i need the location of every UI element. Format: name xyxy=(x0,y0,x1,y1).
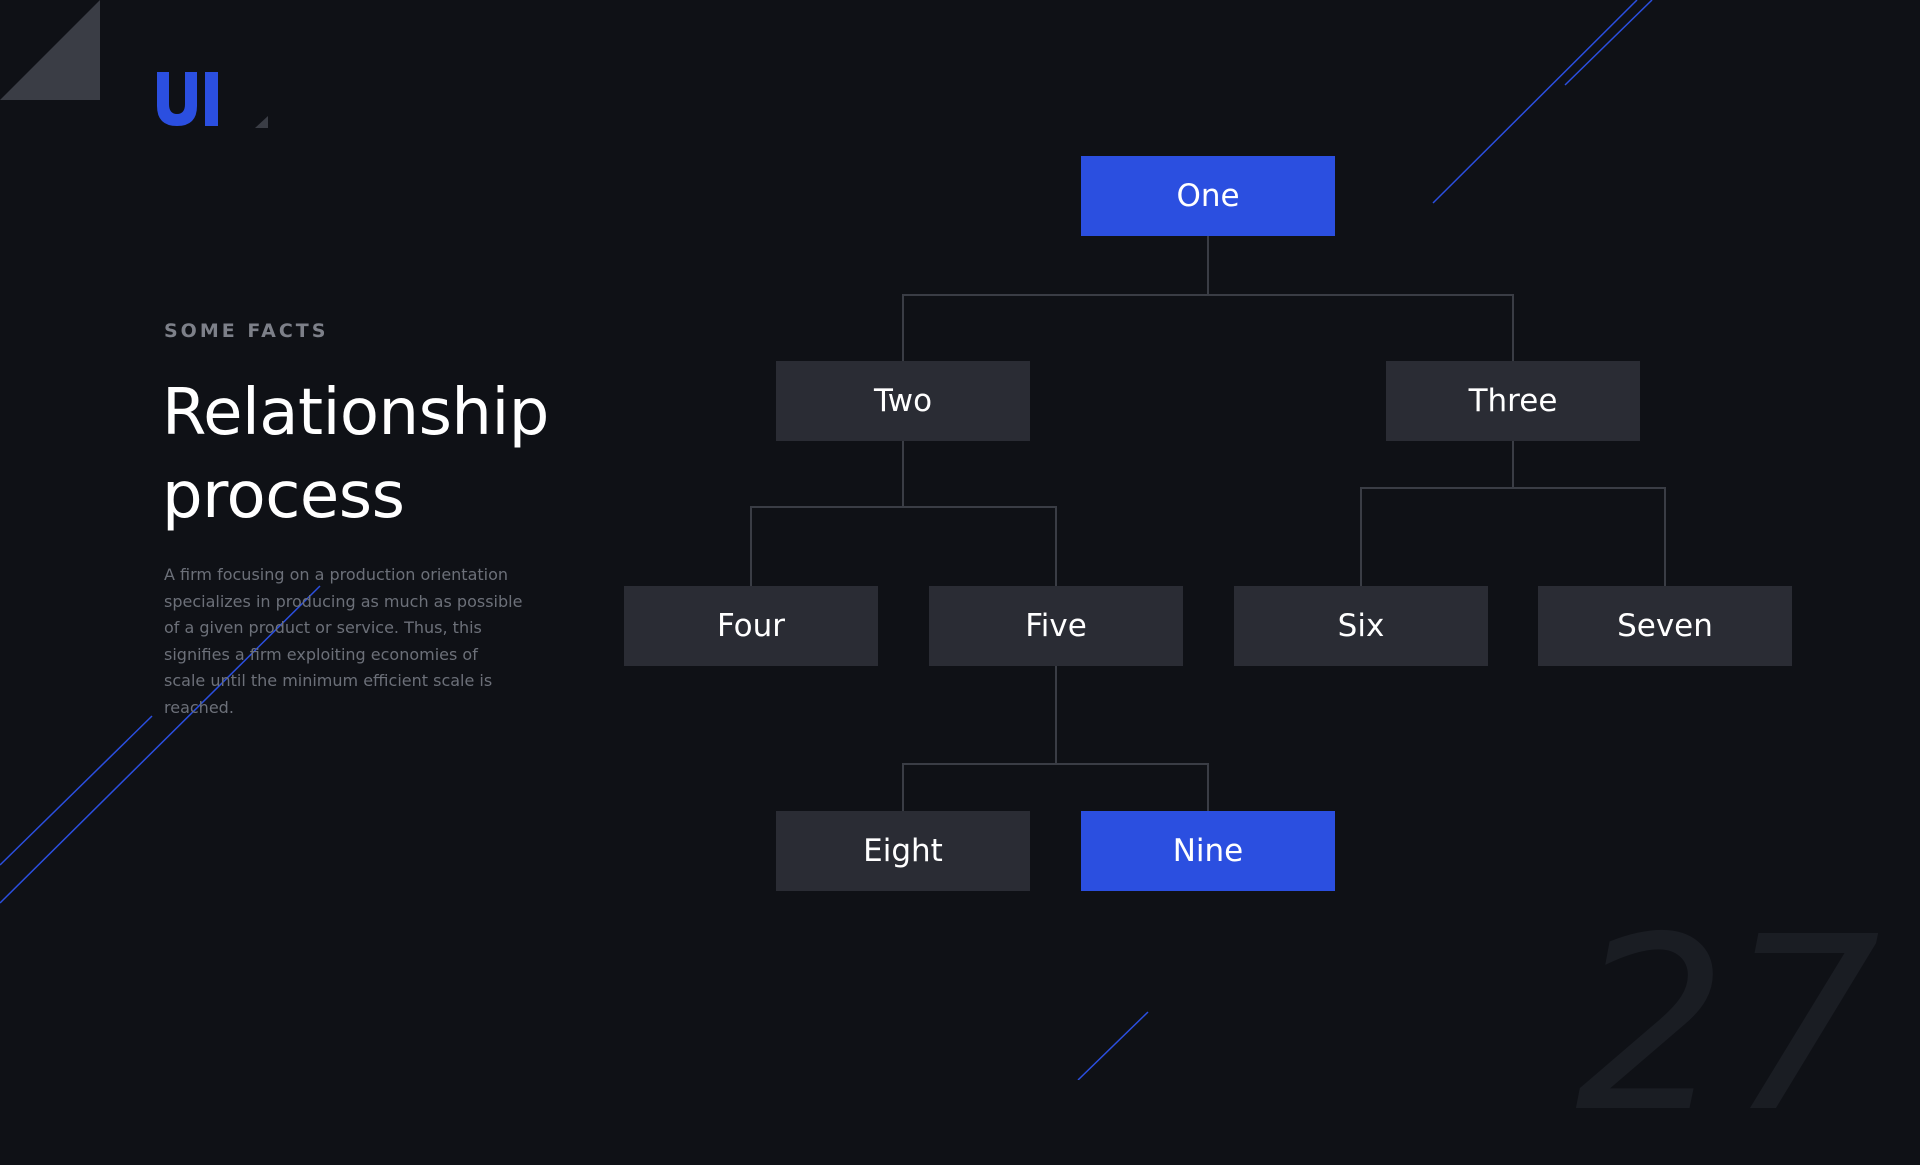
corner-triangle-decoration xyxy=(0,0,100,100)
node-one[interactable]: One xyxy=(1081,156,1335,236)
decorative-lines xyxy=(0,0,1653,1080)
section-eyebrow: SOME FACTS xyxy=(164,320,329,342)
node-five[interactable]: Five xyxy=(929,586,1183,666)
node-three[interactable]: Three xyxy=(1386,361,1640,441)
page-title: Relationship process xyxy=(162,372,549,538)
node-nine[interactable]: Nine xyxy=(1081,811,1335,891)
title-line-1: Relationship xyxy=(162,376,549,450)
node-eight[interactable]: Eight xyxy=(776,811,1030,891)
title-line-2: process xyxy=(162,459,405,533)
tree-connectors xyxy=(750,235,1666,811)
section-description: A firm focusing on a production orientat… xyxy=(164,565,523,717)
node-six[interactable]: Six xyxy=(1234,586,1488,666)
brand-logo xyxy=(157,72,268,128)
node-four[interactable]: Four xyxy=(624,586,878,666)
node-two[interactable]: Two xyxy=(776,361,1030,441)
node-seven[interactable]: Seven xyxy=(1538,586,1792,666)
